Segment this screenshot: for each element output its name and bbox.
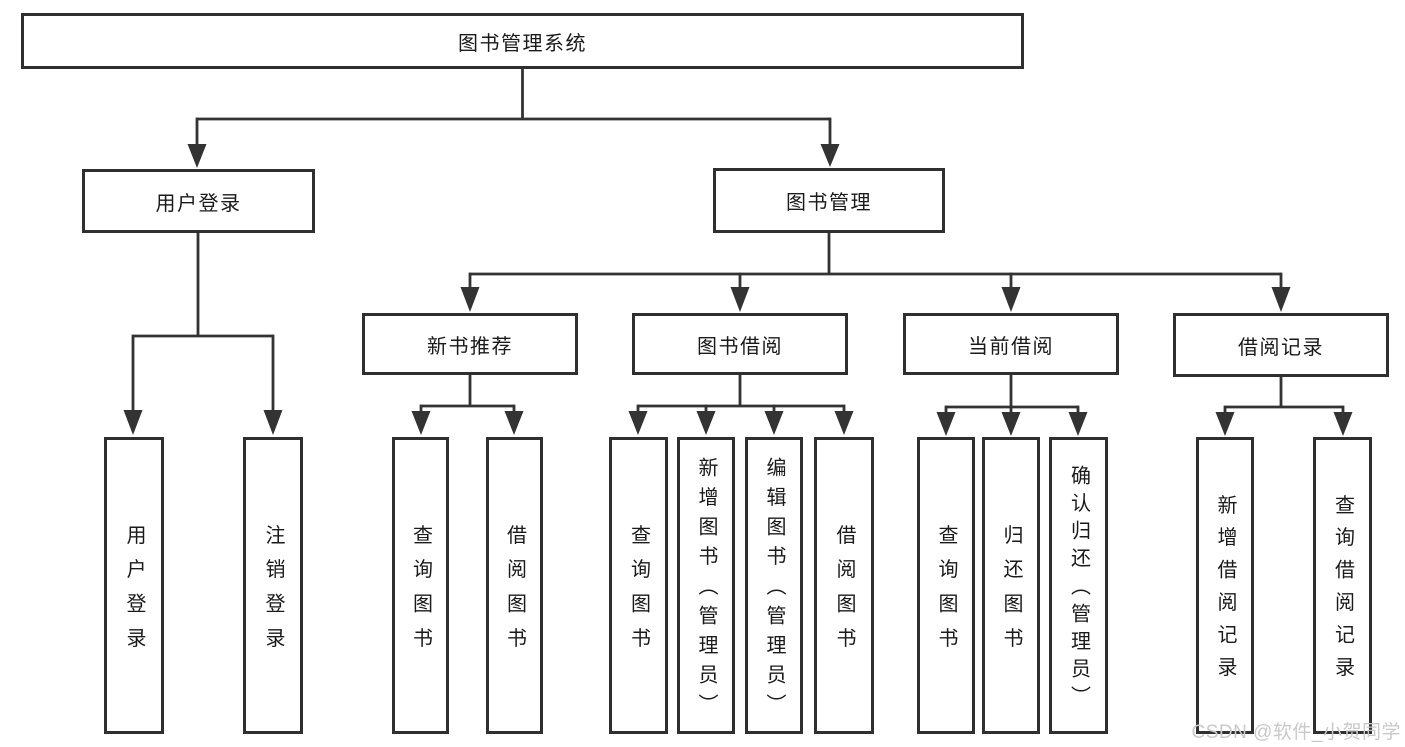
node-label: 新增图书（管理员） — [695, 457, 717, 724]
node-label: 用户登录 — [123, 523, 145, 662]
node-label: 新增借阅记录 — [1214, 494, 1236, 689]
leaf-logout-login: 注销登录 — [243, 437, 303, 734]
leaf-add-borrow-record: 新增借阅记录 — [1196, 437, 1254, 734]
node-label: 归还图书 — [1000, 523, 1022, 662]
node-label: 查询借阅记录 — [1331, 494, 1354, 689]
node-new-book-recommendation: 新书推荐 — [362, 313, 578, 375]
csdn-watermark: CSDN @软件_小贺同学 — [1191, 722, 1401, 743]
leaf-query-borrow-record: 查询借阅记录 — [1313, 437, 1372, 734]
node-library-management-system: 图书管理系统 — [21, 13, 1024, 69]
node-label: 确认归还（管理员） — [1067, 465, 1090, 714]
node-label: 图书借阅 — [697, 335, 783, 358]
leaf-query-books-2: 查询图书 — [609, 437, 668, 734]
node-label: 当前借阅 — [968, 335, 1054, 358]
node-book-borrowing: 图书借阅 — [632, 313, 848, 375]
node-borrowing-records: 借阅记录 — [1173, 313, 1389, 377]
node-label: 图书管理系统 — [458, 32, 587, 55]
leaf-confirm-return-admin: 确认归还（管理员） — [1049, 437, 1108, 734]
node-user-login: 用户登录 — [82, 169, 315, 233]
node-current-borrowing: 当前借阅 — [903, 313, 1119, 375]
leaf-user-login: 用户登录 — [104, 437, 164, 734]
node-label: 借阅记录 — [1238, 336, 1324, 359]
leaf-borrow-books-2: 借阅图书 — [814, 437, 874, 734]
node-label: 借阅图书 — [833, 523, 855, 662]
node-label: 查询图书 — [627, 523, 650, 662]
leaf-borrow-books: 借阅图书 — [486, 437, 543, 734]
node-label: 查询图书 — [409, 523, 432, 662]
leaf-add-books-admin: 新增图书（管理员） — [677, 437, 735, 734]
leaf-query-books: 查询图书 — [392, 437, 449, 734]
leaf-query-books-3: 查询图书 — [917, 437, 975, 734]
node-label: 新书推荐 — [427, 335, 513, 358]
node-book-management: 图书管理 — [713, 168, 945, 233]
node-label: 图书管理 — [786, 192, 872, 214]
node-label: 编辑图书（管理员） — [763, 457, 785, 724]
leaf-return-books: 归还图书 — [982, 437, 1040, 734]
leaf-edit-books-admin: 编辑图书（管理员） — [745, 437, 803, 734]
node-label: 借阅图书 — [503, 523, 526, 662]
node-label: 查询图书 — [935, 523, 957, 662]
node-label: 注销登录 — [262, 523, 284, 662]
node-label: 用户登录 — [155, 192, 242, 215]
